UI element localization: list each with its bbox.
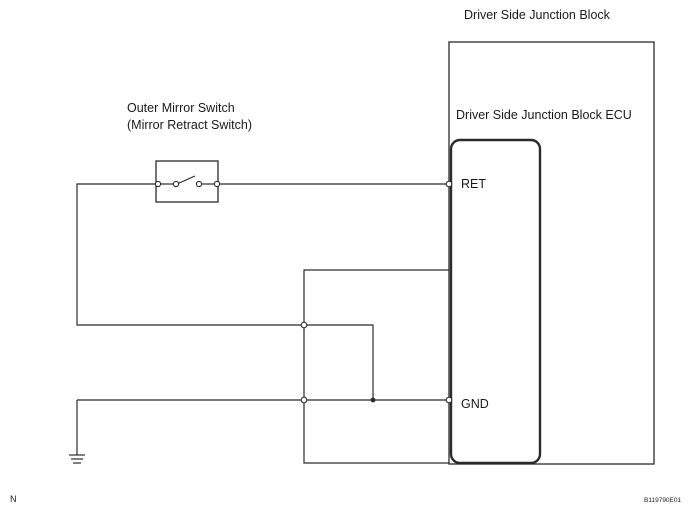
- junction-node-upper: [300, 321, 308, 329]
- junction-block-frame: [448, 41, 655, 465]
- switch-title-line1: Outer Mirror Switch: [127, 101, 235, 115]
- mirror-switch-box: [155, 160, 219, 203]
- ground-icon: [69, 454, 85, 464]
- node-branch-wire: [307, 324, 374, 400]
- switch-terminal-left: [154, 180, 162, 188]
- terminal-gnd-label: GND: [461, 397, 489, 411]
- switch-pivot: [172, 180, 180, 188]
- switch-contact: [195, 180, 203, 188]
- ret-terminal: [445, 180, 453, 188]
- footer-code: N: [10, 494, 17, 504]
- gnd-terminal: [445, 396, 453, 404]
- terminal-ret-label: RET: [461, 177, 486, 191]
- internal-ground-bus: [303, 269, 449, 464]
- figure-id: B119790E01: [644, 497, 681, 504]
- splice-dot: [370, 397, 376, 403]
- ecu-frame: [449, 138, 542, 465]
- junction-node-lower: [300, 396, 308, 404]
- switch-return-wire: [76, 183, 301, 326]
- switch-terminal-right: [213, 180, 221, 188]
- switch-title-line2: (Mirror Retract Switch): [127, 118, 252, 132]
- switch-contact-blade: [176, 175, 196, 185]
- ecu-title: Driver Side Junction Block ECU: [456, 108, 632, 122]
- junction-block-title: Driver Side Junction Block: [464, 8, 611, 22]
